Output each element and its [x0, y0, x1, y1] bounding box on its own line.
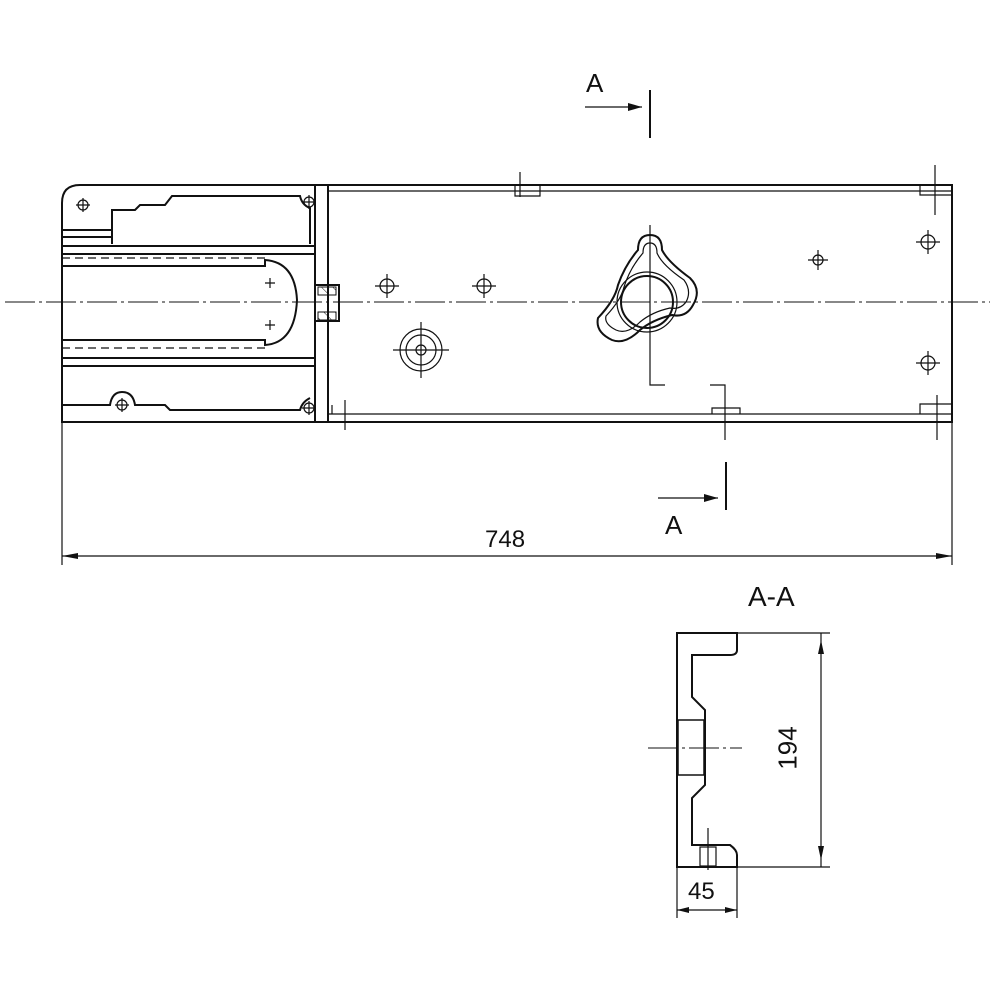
overall-length-value: 748	[485, 526, 526, 553]
section-view	[648, 632, 830, 918]
section-title: A-A	[748, 581, 795, 612]
section-markers	[585, 90, 727, 510]
section-label-top: A	[586, 68, 604, 98]
section-label-bottom: A	[665, 510, 683, 540]
length-dimension	[61, 422, 953, 565]
plan-view	[5, 165, 990, 440]
tri-lobe-boss	[596, 225, 726, 440]
mounting-holes	[76, 195, 940, 415]
section-depth-value: 45	[688, 878, 715, 905]
section-height-value: 194	[772, 726, 803, 770]
